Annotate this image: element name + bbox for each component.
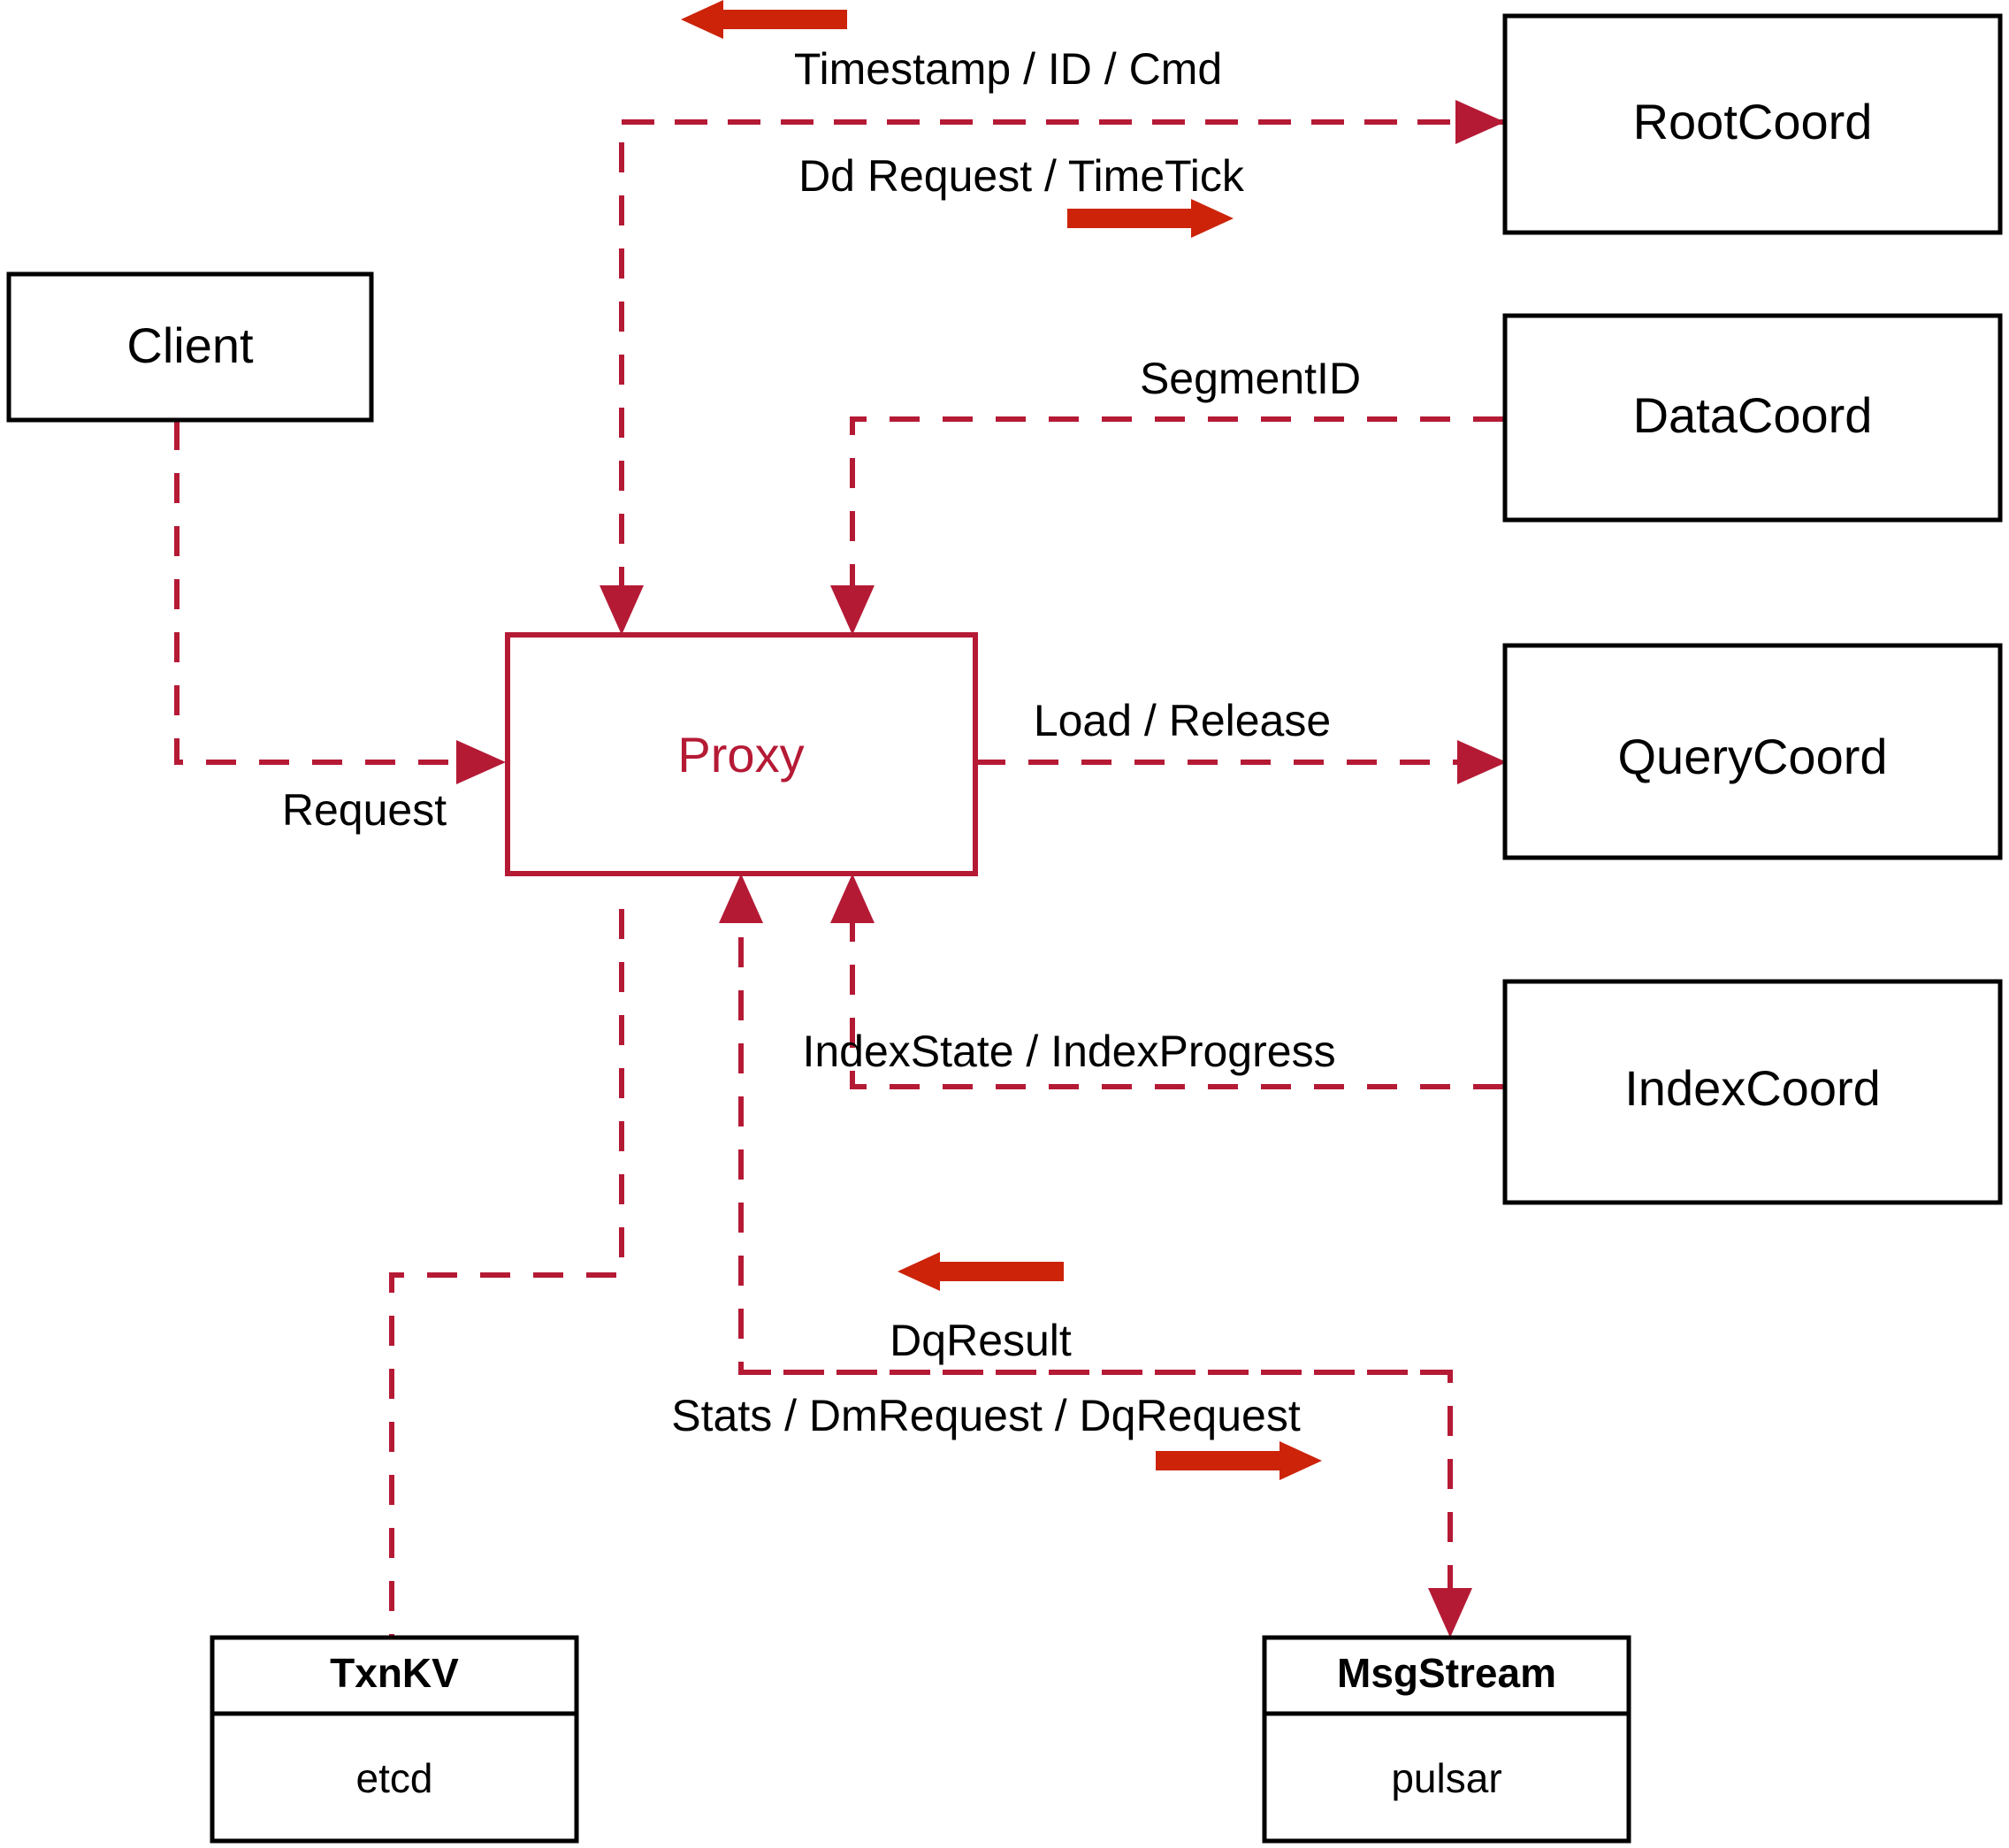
datacoord-label: DataCoord bbox=[1633, 387, 1873, 443]
direction-arrow-dqresult-left bbox=[898, 1252, 1064, 1291]
edge-label-request: Request bbox=[282, 785, 447, 835]
edge-load-release bbox=[975, 740, 1507, 784]
edge-proxy-txnkv-path bbox=[389, 909, 624, 1638]
node-txnkv[interactable]: TxnKV etcd bbox=[210, 1635, 579, 1844]
edge-request-path bbox=[174, 420, 469, 765]
edge-label-segment-id: SegmentID bbox=[1140, 354, 1361, 403]
edge-request-arrowhead bbox=[456, 740, 506, 784]
edge-label-load-release: Load / Release bbox=[1034, 696, 1331, 745]
txnkv-title: TxnKV bbox=[330, 1650, 459, 1696]
edge-stats-arrowhead bbox=[1428, 1588, 1472, 1638]
msgstream-title: MsgStream bbox=[1337, 1650, 1556, 1696]
edge-label-index-state-progress: IndexState / IndexProgress bbox=[802, 1027, 1335, 1076]
node-querycoord[interactable]: QueryCoord bbox=[1502, 643, 2003, 860]
rootcoord-box[interactable] bbox=[1502, 13, 2003, 235]
edge-dq-result bbox=[719, 874, 1450, 1375]
msgstream-box[interactable] bbox=[1262, 1635, 1631, 1844]
txnkv-box[interactable] bbox=[210, 1635, 579, 1844]
node-msgstream[interactable]: MsgStream pulsar bbox=[1262, 1635, 1631, 1844]
proxy-box[interactable] bbox=[505, 632, 978, 876]
rootcoord-label: RootCoord bbox=[1633, 94, 1873, 149]
edge-segment-id-path bbox=[850, 416, 1503, 601]
client-label: Client bbox=[126, 317, 254, 373]
edge-timestamp-arrowhead bbox=[600, 585, 644, 635]
edge-segment-id bbox=[830, 416, 1503, 635]
edge-index-state-path bbox=[850, 909, 1503, 1089]
direction-arrow-stats-right bbox=[1156, 1441, 1322, 1480]
indexcoord-box[interactable] bbox=[1502, 979, 2003, 1205]
node-rootcoord[interactable]: RootCoord bbox=[1502, 13, 2003, 235]
node-proxy[interactable]: Proxy bbox=[505, 632, 978, 876]
node-indexcoord[interactable]: IndexCoord bbox=[1502, 979, 2003, 1205]
edge-stats-path bbox=[741, 1370, 1453, 1602]
datacoord-box[interactable] bbox=[1502, 313, 2003, 523]
edge-index-state-progress bbox=[830, 874, 1503, 1089]
direction-arrow-timestamp-left bbox=[681, 0, 847, 39]
edge-proxy-txnkv bbox=[389, 909, 624, 1638]
edge-label-stats-dm-dq-request: Stats / DmRequest / DqRequest bbox=[671, 1391, 1301, 1440]
indexcoord-label: IndexCoord bbox=[1624, 1060, 1881, 1116]
edge-label-dd-request-timetick: Dd Request / TimeTick bbox=[798, 151, 1245, 201]
edge-label-timestamp-id-cmd: Timestamp / ID / Cmd bbox=[794, 44, 1222, 94]
edge-dd-request-timetick bbox=[622, 100, 1505, 144]
edge-load-release-arrowhead bbox=[1457, 740, 1507, 784]
edge-stats-dm-dq-request bbox=[741, 1370, 1472, 1638]
querycoord-box[interactable] bbox=[1502, 643, 2003, 860]
txnkv-impl-label: etcd bbox=[356, 1755, 433, 1801]
edge-dq-result-path bbox=[738, 909, 1450, 1375]
client-box[interactable] bbox=[6, 271, 374, 423]
edge-segment-id-arrowhead bbox=[830, 585, 875, 635]
proxy-label: Proxy bbox=[677, 727, 804, 783]
msgstream-impl-label: pulsar bbox=[1391, 1755, 1501, 1801]
node-datacoord[interactable]: DataCoord bbox=[1502, 313, 2003, 523]
edge-request bbox=[174, 420, 506, 784]
edge-dd-request-arrowhead bbox=[1455, 100, 1505, 144]
edge-label-dq-result: DqResult bbox=[890, 1316, 1072, 1365]
edge-index-state-arrowhead bbox=[830, 874, 875, 923]
node-client[interactable]: Client bbox=[6, 271, 374, 423]
direction-arrow-ddrequest-right bbox=[1067, 199, 1234, 238]
edge-dq-result-arrowhead bbox=[719, 874, 763, 923]
querycoord-label: QueryCoord bbox=[1617, 729, 1887, 784]
